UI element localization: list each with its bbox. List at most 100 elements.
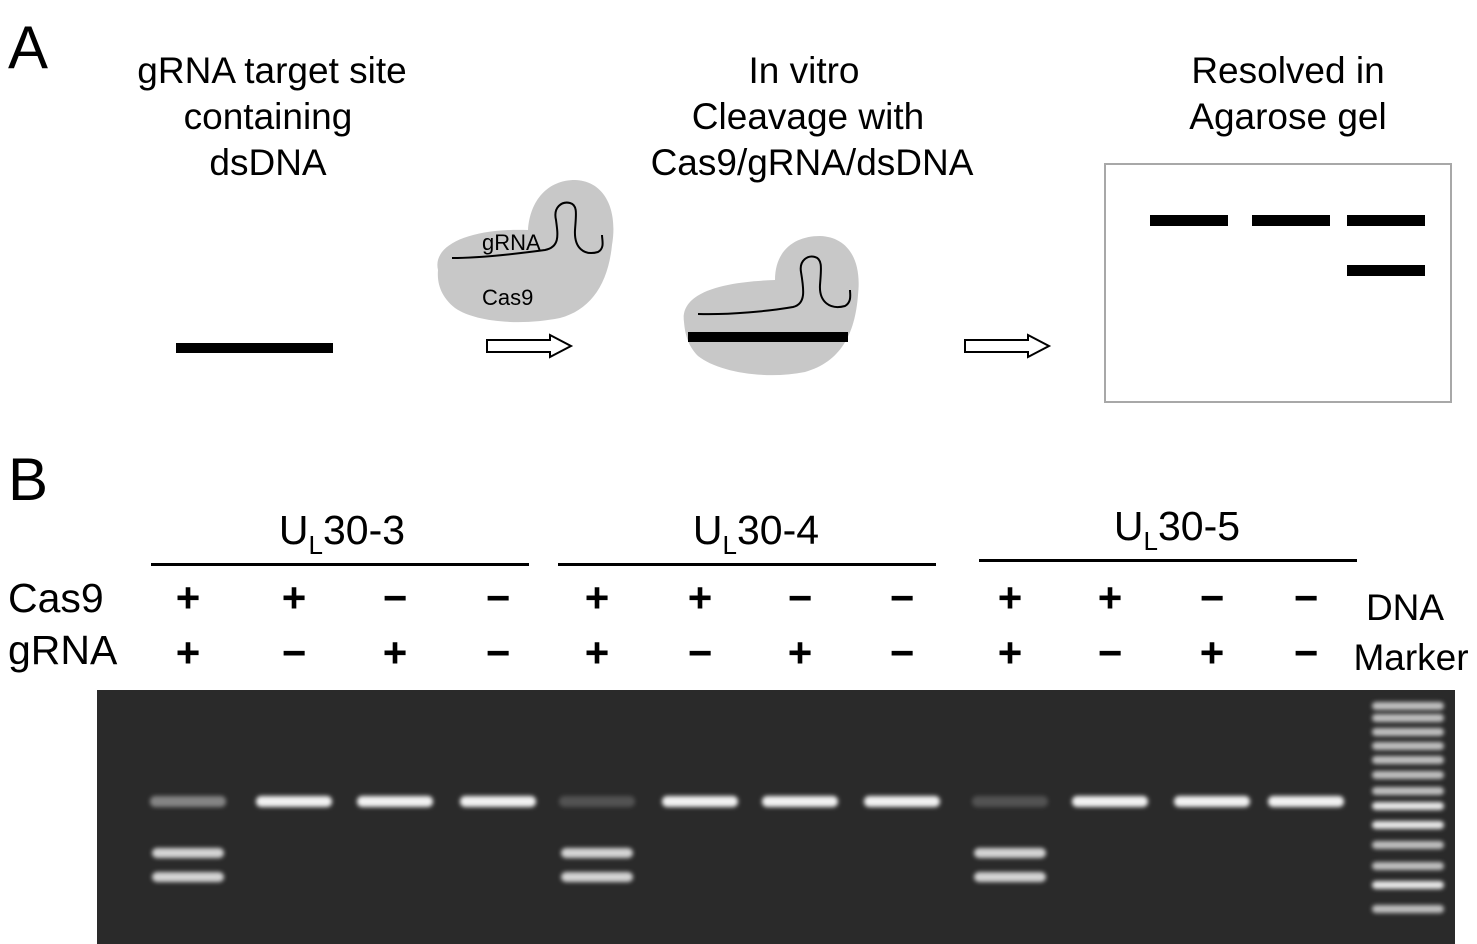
band-full-lane-11 [1174, 796, 1250, 807]
panel-b: B UL30-3 UL30-4 UL30-5 Cas9 gRNA DNA Mar… [8, 446, 1469, 944]
band-full-lane-2 [256, 796, 332, 807]
row-label-grna: gRNA [8, 627, 118, 673]
band-full-lane-4 [460, 796, 536, 807]
group-header-1: UL30-3 [151, 507, 529, 566]
gel-image [97, 690, 1455, 944]
band-cleaved-2-lane-9 [974, 872, 1046, 882]
cas9-grna-complex: gRNA Cas9 [437, 180, 614, 323]
band-cleaved-1-lane-1 [152, 848, 224, 858]
group-label-1-sub: L [309, 530, 323, 560]
schematic-band-lane1 [1150, 215, 1228, 226]
ladder-band-3 [1372, 728, 1444, 736]
step3-caption-line2: Agarose gel [1189, 96, 1386, 137]
ladder-band-11 [1372, 862, 1444, 870]
schematic-gel-box [1104, 163, 1452, 403]
sign-grna-lane-2: − [282, 629, 307, 676]
group-label-3-suffix: 30-5 [1158, 503, 1240, 549]
group-label-2-suffix: 30-4 [737, 507, 819, 553]
band-full-lane-5 [559, 796, 635, 807]
group-line-1 [151, 563, 529, 566]
step2-caption-line2: Cleavage with [692, 96, 924, 137]
group-label-2-sub: L [723, 530, 737, 560]
sign-cas9-lane-7: − [788, 574, 813, 621]
sign-cas9-lane-5: + [585, 574, 610, 621]
band-full-lane-1 [150, 796, 226, 807]
ladder-band-1 [1372, 702, 1444, 710]
sign-cas9-lane-3: − [383, 574, 408, 621]
row-label-cas9: Cas9 [8, 575, 104, 621]
ladder-band-4 [1372, 742, 1444, 750]
sign-cas9-lane-8: − [890, 574, 915, 621]
grna-strand-bound [697, 255, 852, 316]
cas9-blob [437, 180, 614, 323]
ladder-band-10 [1372, 841, 1444, 849]
ladder-band-8 [1372, 802, 1444, 810]
band-cleaved-2-lane-5 [561, 872, 633, 882]
step3-caption-line1: Resolved in [1191, 50, 1384, 91]
group-label-3-prefix: U [1114, 503, 1144, 549]
gel-background [97, 690, 1455, 944]
ladder-band-2 [1372, 714, 1444, 722]
cas9-label: Cas9 [482, 285, 533, 310]
sign-cas9-lane-10: + [1098, 574, 1123, 621]
group-label-3-sub: L [1144, 526, 1158, 556]
grna-strand [451, 201, 604, 259]
group-line-2 [558, 563, 936, 566]
dna-ladder [1372, 702, 1444, 913]
step2-caption-line1: In vitro [748, 50, 859, 91]
step1-caption-line2: containing [184, 96, 353, 137]
band-cleaved-1-lane-9 [974, 848, 1046, 858]
cleavage-complex [683, 236, 859, 376]
band-cleaved-2-lane-1 [152, 872, 224, 882]
ladder-band-7 [1372, 787, 1444, 795]
ladder-band-9 [1372, 821, 1444, 829]
marker-label-line1: DNA [1366, 587, 1444, 628]
panel-a: A gRNA target site containing dsDNA gRNA… [8, 14, 1452, 403]
band-full-lane-8 [864, 796, 940, 807]
ladder-band-12 [1372, 881, 1444, 889]
sign-grna-lane-3: + [383, 629, 408, 676]
sign-grna-lane-4: − [486, 629, 511, 676]
step1-caption-line3: dsDNA [209, 142, 327, 183]
sign-row-cas9: ++−−++−−++−− [176, 574, 1319, 621]
dsdna-bar [176, 343, 333, 353]
dsdna-bar-bound [688, 332, 848, 342]
schematic-band-lane3-cut [1347, 265, 1425, 276]
group-label-3: UL30-5 [1114, 503, 1240, 556]
group-label-2-prefix: U [693, 507, 723, 553]
group-label-2: UL30-4 [693, 507, 819, 560]
sign-cas9-lane-9: + [998, 574, 1023, 621]
ladder-band-6 [1372, 771, 1444, 779]
sign-cas9-lane-11: − [1200, 574, 1225, 621]
step1-caption-line1: gRNA target site [137, 50, 406, 91]
marker-label-line2: Marker [1353, 637, 1468, 678]
gel-lanes [150, 796, 1344, 882]
band-full-lane-7 [762, 796, 838, 807]
sign-cas9-lane-12: − [1294, 574, 1319, 621]
sign-cas9-lane-6: + [688, 574, 713, 621]
panel-a-label: A [8, 14, 48, 81]
band-full-lane-3 [357, 796, 433, 807]
band-full-lane-10 [1072, 796, 1148, 807]
sign-grna-lane-12: − [1294, 629, 1319, 676]
band-full-lane-12 [1268, 796, 1344, 807]
sign-grna-lane-6: − [688, 629, 713, 676]
sign-cas9-lane-4: − [486, 574, 511, 621]
sign-grna-lane-7: + [788, 629, 813, 676]
sign-grna-lane-9: + [998, 629, 1023, 676]
group-label-1: UL30-3 [279, 507, 405, 560]
sign-grna-lane-8: − [890, 629, 915, 676]
arrow-1-icon [486, 333, 574, 359]
group-line-3 [979, 559, 1357, 562]
band-cleaved-1-lane-5 [561, 848, 633, 858]
group-header-2: UL30-4 [558, 507, 936, 566]
panel-b-label: B [8, 446, 48, 513]
sign-grna-lane-11: + [1200, 629, 1225, 676]
group-label-1-suffix: 30-3 [323, 507, 405, 553]
grna-label: gRNA [482, 230, 541, 255]
ladder-band-13 [1372, 905, 1444, 913]
group-header-3: UL30-5 [979, 503, 1357, 562]
band-full-lane-9 [972, 796, 1048, 807]
ladder-band-5 [1372, 756, 1444, 764]
